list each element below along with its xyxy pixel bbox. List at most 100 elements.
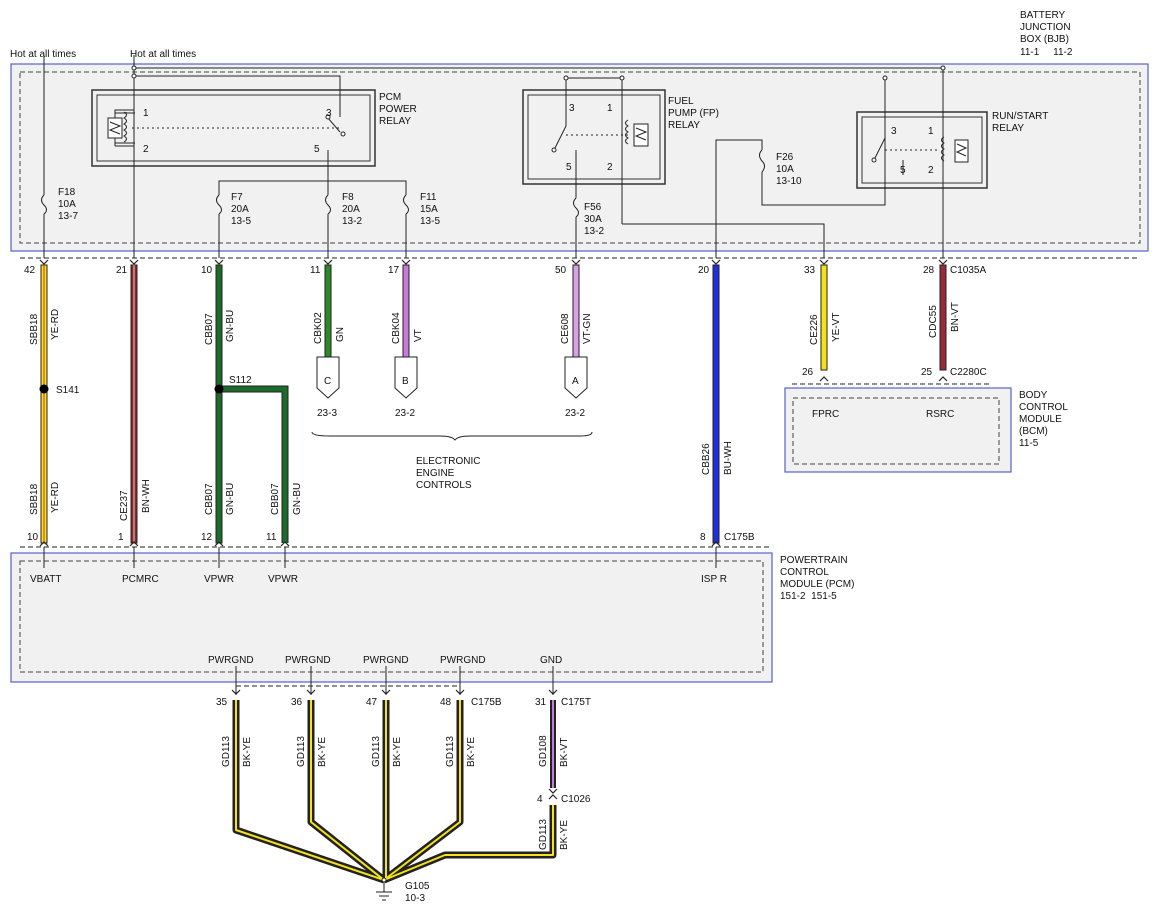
fuse-label-f56: F56 30A 13-2 [584,202,604,237]
svg-text:13-2: 13-2 [584,226,604,237]
svg-text:POWER: POWER [379,104,417,115]
svg-text:36: 36 [291,697,303,708]
svg-text:F56: F56 [584,202,602,213]
pcm-title: POWERTRAIN CONTROL MODULE (PCM) 151-2 15… [780,555,854,602]
svg-text:23-2: 23-2 [565,408,585,419]
svg-text:BN-VT: BN-VT [950,302,961,332]
hot-at-all-times-right: Hot at all times [130,49,196,60]
fuse-symbols [41,149,765,218]
svg-text:C: C [324,376,331,387]
bjb-box [10,63,1149,252]
bcm-pin-25: 25 [921,367,933,378]
svg-text:GN-BU: GN-BU [292,483,303,515]
bcm-signal-rsrc: RSRC [926,409,954,420]
junction-dots [131,65,946,81]
svg-text:F18: F18 [58,187,76,198]
svg-text:BK-VT: BK-VT [559,738,570,767]
svg-text:28: 28 [923,265,935,276]
connector-c1035a: C1035A [950,265,986,276]
run-start-relay: 3 1 5 2 [856,111,988,189]
svg-text:RUN/START: RUN/START [992,111,1048,122]
svg-text:GD113: GD113 [538,819,549,850]
svg-text:BOX (BJB): BOX (BJB) [1020,34,1069,45]
svg-text:BU-WH: BU-WH [723,441,734,475]
fuse-label-f7: F7 20A 13-5 [231,192,251,227]
bcm-box [784,387,1012,473]
svg-text:YE-RD: YE-RD [50,482,61,513]
bjb-pin-numbers: 42 21 10 11 17 50 20 33 28 [24,265,935,276]
svg-text:13-5: 13-5 [420,216,440,227]
svg-text:30A: 30A [584,214,602,225]
connector-c1026: C1026 [561,794,591,805]
svg-text:F7: F7 [231,192,243,203]
wire-ce608 [572,264,580,358]
pcm-ground-stubs [235,666,554,695]
svg-text:F26: F26 [776,152,794,163]
svg-text:PWRGND: PWRGND [363,655,409,666]
svg-text:20: 20 [698,265,710,276]
svg-text:13-2: 13-2 [342,216,362,227]
svg-text:23-2: 23-2 [395,408,415,419]
svg-text:FUEL: FUEL [668,96,694,107]
fuse-label-f8: F8 20A 13-2 [342,192,362,227]
svg-text:RELAY: RELAY [379,116,411,127]
svg-text:11: 11 [266,532,277,543]
fuel-pump-relay: 3 1 5 2 [522,89,666,185]
pcm-power-relay: 1 2 3 5 [91,89,376,167]
eec-brace [311,431,593,441]
svg-text:CE226: CE226 [809,314,820,345]
svg-text:MODULE: MODULE [1019,414,1062,425]
ground-junction [381,877,387,883]
svg-text:8: 8 [700,532,706,543]
svg-text:GD113: GD113 [445,736,456,767]
svg-text:3: 3 [569,103,575,114]
wire-cbb26 [712,264,720,544]
splice-s141-label: S141 [56,385,80,396]
ground-symbol-icon [376,880,392,901]
svg-text:CBB07: CBB07 [204,483,215,515]
svg-text:BK-YE: BK-YE [559,820,570,850]
ground-point-g105: G105 [405,881,430,892]
svg-text:35: 35 [216,697,228,708]
wire-cbk04 [402,264,410,358]
svg-text:F8: F8 [342,192,354,203]
svg-text:A: A [572,376,579,387]
svg-text:1: 1 [118,532,124,543]
svg-text:VT-GN: VT-GN [582,313,593,344]
svg-text:VT: VT [413,329,424,342]
svg-text:SBB18: SBB18 [29,313,40,345]
pcm-box [10,552,773,683]
svg-text:1: 1 [143,108,149,119]
svg-text:5: 5 [314,144,320,155]
svg-text:11-1 11-2: 11-1 11-2 [1020,47,1073,58]
eec-ref-letters: C B A 23-3 23-2 23-2 [317,376,585,419]
pcm-top-signals: VBATT PCMRC VPWR VPWR ISP R [30,574,727,585]
svg-text:VBATT: VBATT [30,574,61,585]
svg-text:GN-BU: GN-BU [225,310,236,342]
svg-text:47: 47 [366,697,378,708]
svg-text:CBB07: CBB07 [204,313,215,345]
svg-text:23-3: 23-3 [317,408,337,419]
svg-text:BN-WH: BN-WH [141,479,152,513]
wire-cbb07 [215,264,223,544]
svg-text:CBK02: CBK02 [313,312,324,344]
svg-text:10A: 10A [776,164,794,175]
svg-text:CBB07: CBB07 [270,483,281,515]
bcm-connector-chevrons [819,376,948,382]
svg-text:CONTROLS: CONTROLS [416,480,472,491]
svg-text:13-10: 13-10 [776,176,802,187]
svg-text:YE-VT: YE-VT [831,313,842,342]
svg-text:20A: 20A [231,204,249,215]
connector-c2280c: C2280C [950,367,987,378]
splice-s112-label: S112 [229,375,252,386]
svg-text:YE-RD: YE-RD [50,309,61,340]
svg-text:CONTROL: CONTROL [1019,402,1068,413]
ground-wire-labels: GD113 BK-YE GD113 BK-YE GD113 BK-YE GD11… [221,735,570,850]
svg-text:1: 1 [928,126,934,137]
svg-text:1: 1 [607,103,613,114]
pcm-top-pins: 10 1 12 11 8 [27,532,706,543]
svg-text:GD108: GD108 [538,735,549,767]
pcm-power-relay-title: PCM POWER RELAY [379,92,417,127]
svg-text:CE608: CE608 [560,313,571,344]
bcm-pin-26: 26 [802,367,814,378]
